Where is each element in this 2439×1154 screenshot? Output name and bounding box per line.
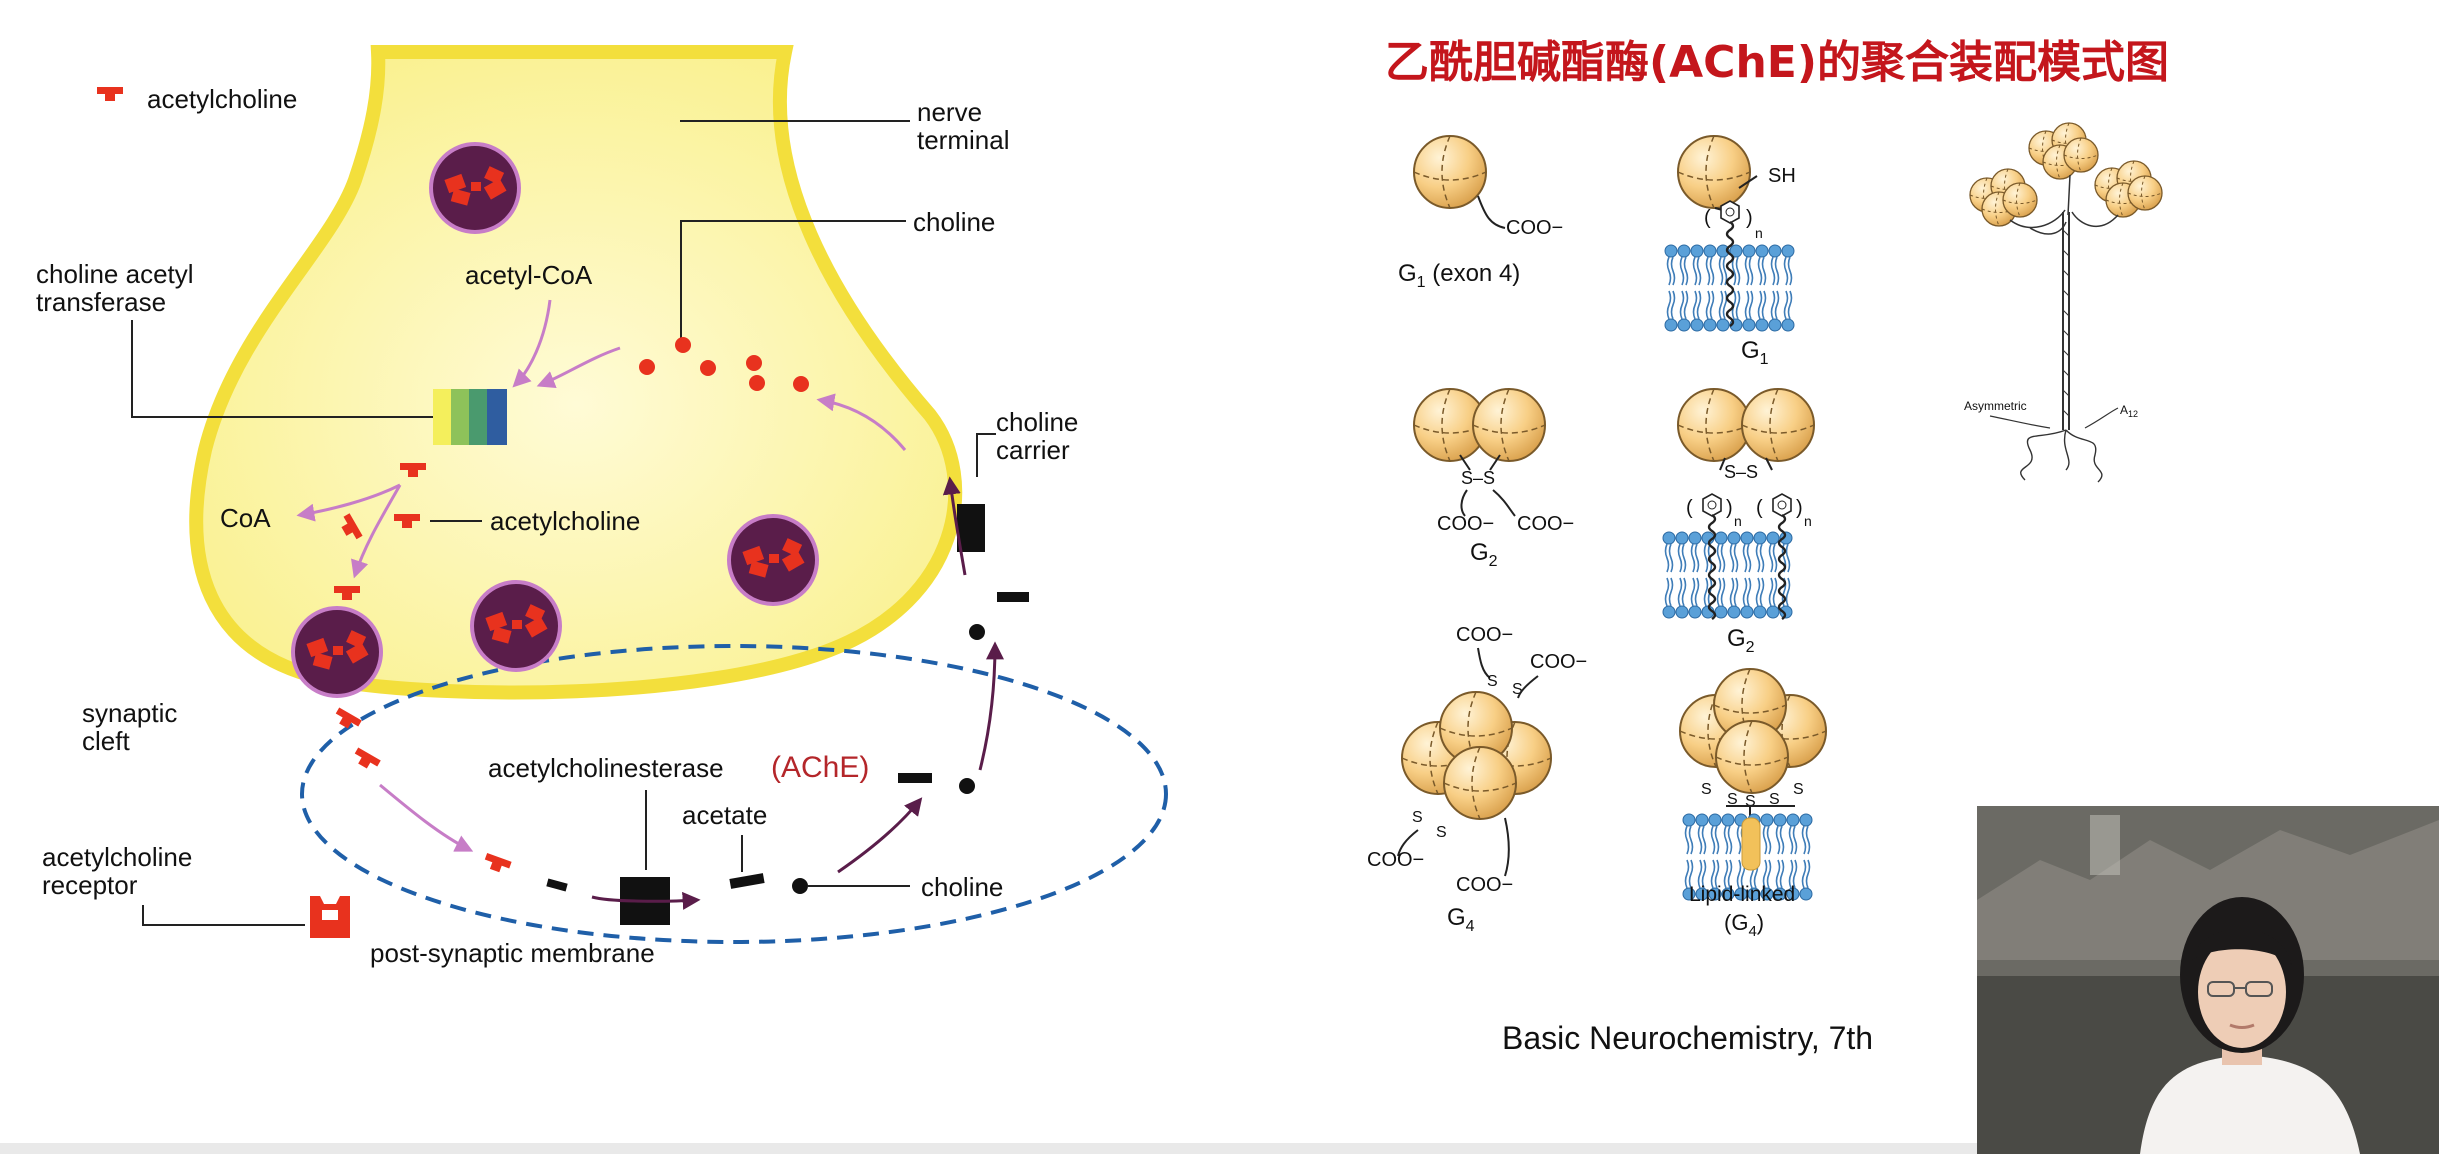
svg-text:S: S [1769, 791, 1780, 808]
g4-soluble-form: COO− COO− S S S S COO− COO− G4 [1367, 624, 1587, 935]
choline-acetyltransferase-label: choline acetyl transferase [36, 259, 201, 317]
svg-text:G4: G4 [1447, 904, 1475, 935]
slide-title: 乙酰胆碱酯酶(AChE)的聚合装配模式图 [1385, 37, 2169, 88]
g2-membrane-form: S–S ( ) ( ) n n G2 [1663, 388, 1815, 656]
svg-text:S: S [1793, 781, 1804, 798]
synaptic-cleft-label: synaptic cleft [82, 698, 185, 756]
svg-text:G2: G2 [1727, 625, 1755, 656]
legend-acetylcholine-label: acetylcholine [147, 84, 297, 114]
bottom-strip [0, 1143, 1977, 1154]
svg-text:S: S [1436, 824, 1447, 841]
svg-text:COO−: COO− [1456, 624, 1513, 646]
svg-text:(: ( [1686, 497, 1693, 519]
svg-text:SH: SH [1768, 165, 1796, 187]
acetyl-coa-label: acetyl-CoA [465, 260, 593, 290]
a12-asymmetric-form: Asymmetric A12 [1964, 122, 2163, 483]
svg-text:): ) [1746, 207, 1753, 229]
svg-text:S–S: S–S [1461, 468, 1495, 488]
choline-carrier-label: choline carrier [996, 407, 1086, 465]
nerve-terminal-label: nerve terminal [917, 97, 1009, 155]
g4-lipid-linked-form: S S S S S Lipid-linked (G4) [1679, 668, 1827, 940]
svg-text:(G4): (G4) [1724, 910, 1764, 940]
svg-text:S: S [1727, 791, 1738, 808]
svg-text:G1: G1 [1741, 337, 1769, 368]
vesicle [470, 580, 562, 672]
svg-text:G1 (exon 4): G1 (exon 4) [1398, 260, 1520, 291]
presenter-figure [2140, 897, 2360, 1154]
svg-text:COO−: COO− [1456, 874, 1513, 896]
vesicle [727, 514, 819, 606]
nerve-terminal [189, 45, 963, 700]
svg-text:COO−: COO− [1517, 513, 1574, 535]
ache-label: acetylcholinesterase [488, 753, 724, 783]
svg-text:S: S [1412, 809, 1423, 826]
svg-text:COO−: COO− [1437, 513, 1494, 535]
acetylcholine-molecule [482, 852, 512, 876]
vesicle [429, 142, 521, 234]
ache-assembly-diagram: COO− G1 (exon 4) SH ( ) n G1 S–S COO [1367, 122, 2163, 940]
svg-text:): ) [1726, 497, 1733, 519]
svg-text:Asymmetric: Asymmetric [1964, 399, 2027, 413]
choline-top-label: choline [913, 207, 995, 237]
choline-carrier [957, 504, 985, 552]
svg-text:S: S [1512, 681, 1523, 698]
ache-abbrev-label: (AChE) [771, 751, 869, 784]
svg-text:Lipid-linked: Lipid-linked [1689, 883, 1795, 906]
svg-text:(: ( [1756, 497, 1763, 519]
svg-text:n: n [1755, 225, 1763, 241]
acetylcholine-molecule [351, 747, 381, 773]
svg-text:n: n [1734, 513, 1742, 529]
acetylcholine-legend-icon [97, 87, 123, 101]
svg-text:S–S: S–S [1724, 462, 1758, 482]
vesicle [291, 606, 383, 698]
g2-soluble-form: S–S COO− COO− G2 [1413, 388, 1574, 570]
g1-membrane-form: SH ( ) n G1 [1665, 135, 1796, 368]
acetylcholine-receptor-icon [310, 896, 350, 938]
citation: Basic Neurochemistry, 7th [1502, 1020, 1874, 1056]
svg-text:(: ( [1704, 207, 1711, 229]
choline-bottom-label: choline [921, 872, 1003, 902]
lipid-anchor [1741, 817, 1761, 871]
acetate-label: acetate [682, 800, 767, 830]
svg-text:S: S [1745, 793, 1756, 810]
coa-label: CoA [220, 503, 271, 533]
svg-text:S: S [1487, 673, 1498, 690]
choline-acetyltransferase-enzyme [433, 389, 507, 445]
acetylcholine-inner-label: acetylcholine [490, 506, 640, 536]
svg-text:): ) [1796, 497, 1803, 519]
synaptic-cleft-boundary [300, 644, 1168, 944]
acetylcholine-receptor-label: acetylcholine receptor [42, 842, 200, 900]
post-synaptic-membrane-label: post-synaptic membrane [370, 938, 655, 968]
svg-text:S: S [1701, 781, 1712, 798]
synapse-diagram: acetylcholine nerve terminal choline [36, 45, 1168, 968]
svg-text:COO−: COO− [1506, 217, 1563, 239]
svg-text:COO−: COO− [1530, 651, 1587, 673]
presenter-webcam [1977, 806, 2439, 1154]
svg-text:A12: A12 [2120, 403, 2138, 419]
svg-text:COO−: COO− [1367, 849, 1424, 871]
svg-text:G2: G2 [1470, 539, 1498, 570]
g1-exon4-form: COO− G1 (exon 4) [1398, 135, 1563, 291]
svg-text:n: n [1804, 513, 1812, 529]
choline-molecules [639, 337, 809, 392]
